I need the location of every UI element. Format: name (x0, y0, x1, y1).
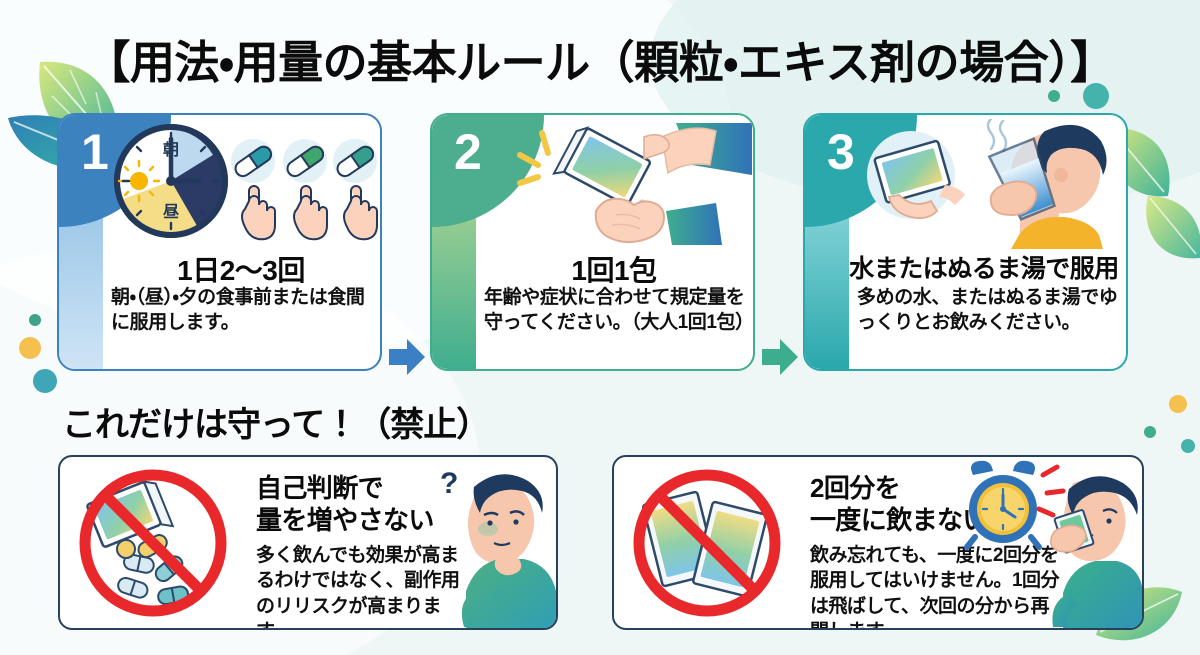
step-body-2: 年齢や症状に合わせて規定量を守ってください。（大人1回1包） (484, 287, 754, 334)
dot-teal (1181, 439, 1195, 453)
thinking-person-icon: ? (440, 467, 556, 628)
dot-green (1048, 90, 1060, 102)
clock-pills-icon: 朝 昼 (114, 124, 378, 241)
page-title: 【用法・用量の基本ルール（顆粒・エキス剤の場合）】 (85, 37, 1115, 88)
prohibition-card-2[interactable]: 2回分を 一度に飲まない 飲み忘れても、一度に2回分を服用してはいけません。1回… (612, 455, 1144, 630)
arrow-step1-to-step2 (389, 339, 425, 375)
person-drinking-icon (964, 460, 1142, 628)
dot-green (1144, 426, 1156, 438)
step-card-2[interactable]: 2 (430, 113, 755, 371)
clock-label-morning: 朝 (163, 140, 179, 159)
capsule-hand-group (231, 139, 378, 241)
clock-label-noon: 昼 (163, 203, 179, 221)
step-card-3[interactable]: 3 (803, 113, 1128, 371)
drinking-water-icon (867, 119, 1107, 249)
prohibition-heading: これだけは守って！（禁止） (62, 406, 490, 444)
step-heading-2: 1回1包 (571, 255, 657, 286)
prohibition-card-1[interactable]: 自己判断で 量を増やさない 多く飲んでも効果が高まるわけではなく、副作用のリリス… (58, 455, 558, 630)
step-body-1: 朝・（昼）・夕の食事前または食間に服用します。 (111, 287, 365, 334)
no-extra-dose-icon (79, 469, 227, 617)
step-heading-1: 1日2〜3回 (177, 255, 305, 286)
prohibition-title-1: 自己判断で 量を増やさない (256, 473, 434, 535)
steps-row: 1 (0, 113, 1200, 375)
sachet-pour-hand-icon (517, 123, 752, 245)
step-body-3: 多めの水、またはぬるま湯でゆっくりとお飲みください。 (857, 287, 1118, 334)
step-heading-3: 水またはぬるま湯で服用 (849, 255, 1119, 283)
step-card-1[interactable]: 1 (57, 113, 382, 371)
alarm-clock-icon (964, 460, 1066, 550)
question-mark: ? (440, 467, 458, 500)
no-double-sachet-icon (633, 469, 781, 617)
dot-amber (1169, 395, 1187, 413)
arrow-step2-to-step3 (762, 339, 798, 375)
